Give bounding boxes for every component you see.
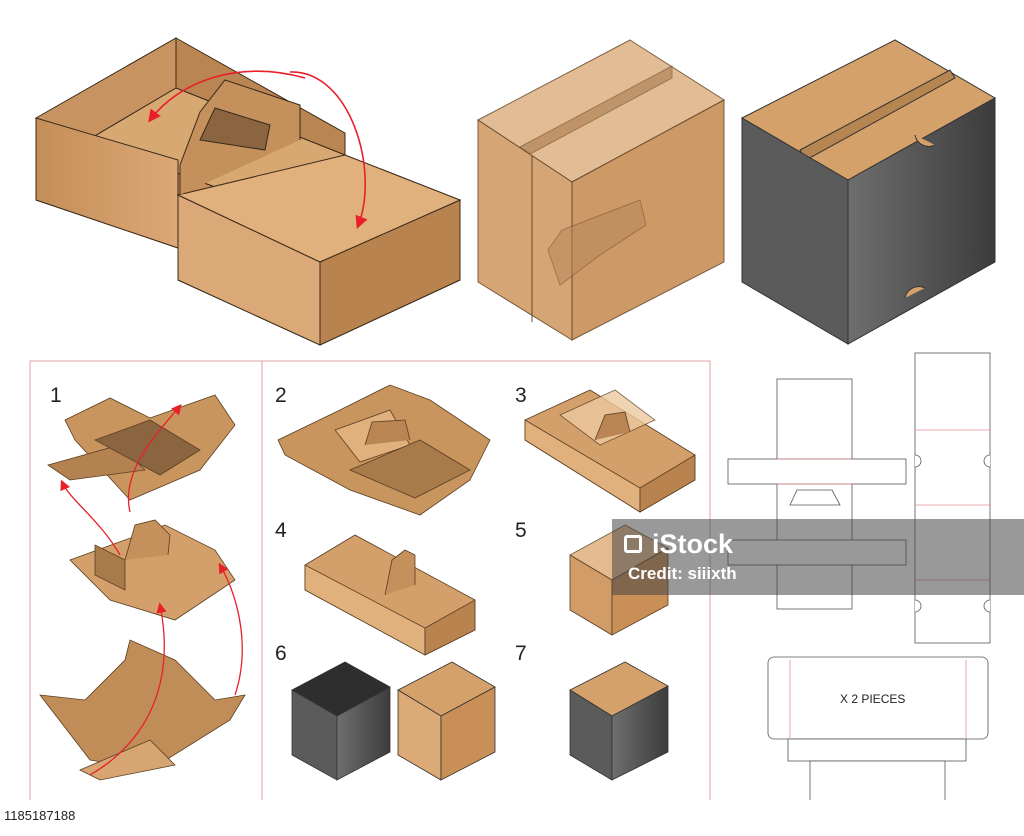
transparent-sleeve-box — [477, 39, 725, 341]
istock-logo-icon — [624, 535, 642, 553]
step-6-boxes — [291, 661, 496, 781]
step-1-folding — [39, 394, 246, 781]
step-3-folding — [524, 389, 696, 513]
step-number: 4 — [275, 519, 287, 542]
step-number: 2 — [275, 384, 287, 407]
footer-strip: 1185187188 — [0, 800, 1024, 836]
step-number: 3 — [515, 384, 527, 407]
watermark-credit: Credit: siiixth — [628, 564, 737, 583]
assembly-arrow — [89, 602, 167, 776]
step-number: 6 — [275, 642, 287, 665]
step-7-box — [569, 661, 669, 781]
dieline-sleeve — [914, 352, 991, 644]
step-4-box — [304, 534, 476, 656]
watermark-brand: iStock — [652, 529, 734, 559]
step-number: 5 — [515, 519, 527, 542]
step-2-folding — [277, 384, 491, 516]
watermark-banner: iStock Credit: siiixth — [612, 519, 1024, 595]
assembly-arrow — [148, 70, 306, 123]
assembly-arrow — [127, 404, 182, 513]
assembly-arrow — [289, 71, 368, 229]
grey-sleeve-box — [740, 39, 997, 345]
open-box-with-handle — [34, 37, 462, 346]
assembly-arrow — [218, 562, 243, 696]
dieline-lid — [767, 656, 989, 802]
image-id: 1185187188 — [4, 808, 76, 823]
step-number: 7 — [515, 642, 527, 665]
assembly-arrow — [60, 479, 121, 556]
dieline-note: X 2 PIECES — [840, 692, 905, 706]
step-number: 1 — [50, 384, 62, 407]
